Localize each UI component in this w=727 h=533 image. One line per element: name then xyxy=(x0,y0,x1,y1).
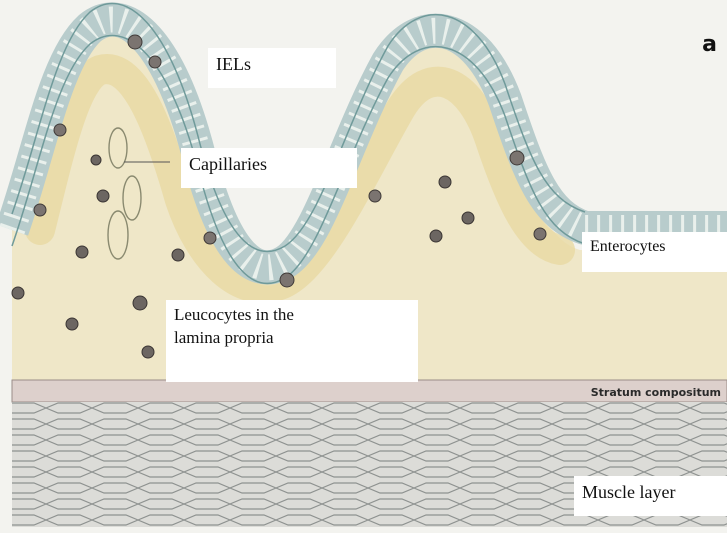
label-iels: IELs xyxy=(208,48,336,88)
panel-letter: a xyxy=(702,32,717,57)
label-leucocytes: Leucocytes in the lamina propria xyxy=(166,300,418,382)
stratum-label: Stratum compositum xyxy=(591,386,721,399)
label-muscle: Muscle layer xyxy=(574,476,727,516)
label-enterocytes: Enterocytes xyxy=(582,232,727,272)
label-capillaries: Capillaries xyxy=(181,148,357,188)
